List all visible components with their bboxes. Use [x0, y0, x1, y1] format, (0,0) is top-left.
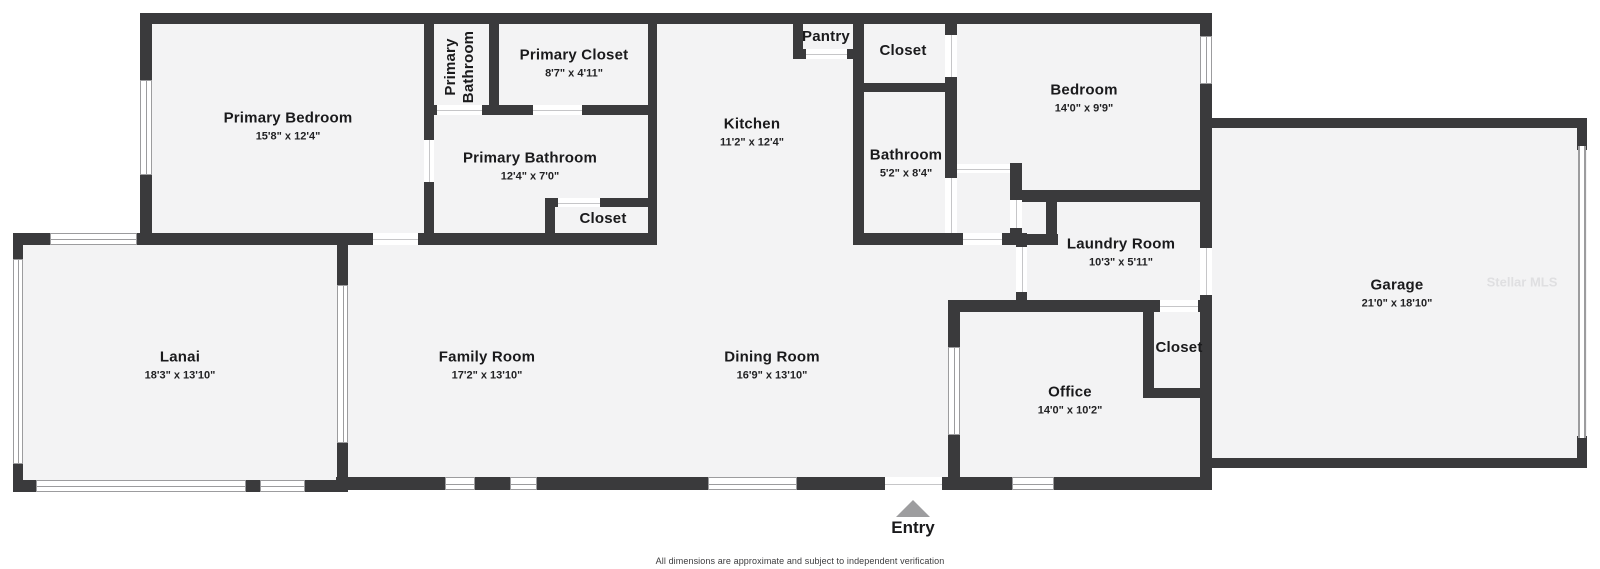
wall-segment	[1205, 458, 1587, 468]
window	[260, 480, 305, 492]
door-opening	[957, 164, 1010, 173]
door-opening	[806, 49, 847, 59]
door-opening	[424, 140, 434, 182]
floor-area	[140, 13, 1212, 490]
door-opening	[1010, 200, 1022, 228]
wall-segment	[1046, 192, 1057, 245]
wall-segment	[1205, 118, 1587, 128]
wall-segment	[545, 198, 655, 207]
window	[13, 259, 23, 464]
wall-segment	[1010, 190, 1212, 202]
wall-segment	[1577, 436, 1587, 468]
wall-segment	[648, 13, 657, 245]
wall-segment	[424, 13, 434, 245]
wall-segment	[793, 13, 803, 58]
garage-door	[1578, 146, 1586, 438]
watermark: Stellar MLS	[1486, 274, 1558, 290]
door-opening	[885, 477, 942, 490]
window	[948, 347, 960, 435]
entry-arrow	[896, 500, 930, 517]
door-opening	[945, 35, 957, 77]
wall-segment	[1143, 300, 1154, 398]
wall-segment	[1577, 118, 1587, 150]
wall-segment	[1027, 234, 1058, 245]
window	[445, 477, 475, 490]
room-label-pantry: Pantry	[802, 27, 850, 45]
door-opening	[1160, 300, 1198, 312]
window	[510, 477, 537, 490]
door-opening	[373, 233, 418, 245]
wall-segment	[853, 13, 864, 245]
door-opening	[1016, 247, 1027, 292]
window	[140, 80, 152, 175]
wall-segment	[489, 13, 499, 110]
door-opening	[558, 198, 600, 207]
wall-segment	[424, 233, 655, 245]
door-opening	[963, 233, 1002, 245]
room-label-closet-office: Closet	[1155, 338, 1203, 356]
room-label-closet-primary: Closet	[579, 209, 627, 227]
disclaimer-text: All dimensions are approximate and subje…	[655, 556, 945, 566]
door-opening	[1200, 248, 1212, 295]
door-opening	[945, 178, 957, 233]
door-opening	[533, 105, 582, 115]
room-label-closet-hall: Closet	[879, 41, 927, 59]
wall-segment	[857, 83, 951, 92]
room-label-primary-bathroom-vestibule: Primary Bathroom	[442, 30, 477, 104]
wall-segment	[545, 198, 555, 243]
window	[708, 477, 797, 490]
door-opening	[437, 105, 482, 115]
wall-segment	[140, 233, 437, 245]
window	[1200, 36, 1212, 84]
wall-segment	[140, 13, 1212, 24]
window	[337, 285, 348, 443]
window	[50, 233, 137, 245]
window	[1012, 477, 1054, 490]
wall-segment	[1143, 388, 1212, 398]
window	[36, 480, 246, 492]
entry-label: Entry	[891, 518, 935, 537]
floor-area	[1205, 118, 1587, 468]
